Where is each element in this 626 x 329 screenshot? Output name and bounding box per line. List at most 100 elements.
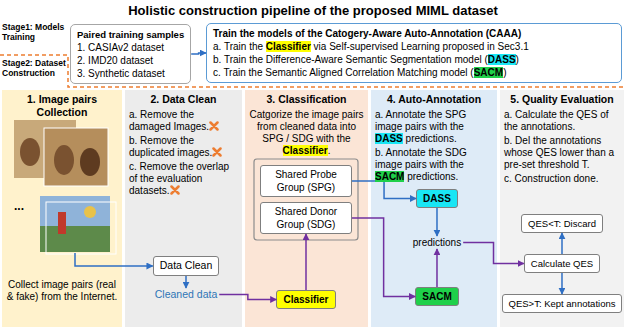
node-text: QES>T: Kept annotations — [509, 297, 616, 310]
model-box: Classifier — [276, 290, 335, 309]
flow-arrow — [436, 249, 438, 287]
node-text: a. Train the Classifier via Self-supervi… — [213, 40, 615, 53]
input-box: Paired training samples1. CASIAv2 datase… — [70, 24, 191, 84]
data-label: predictions — [411, 236, 463, 249]
text-run: b. Annotate the SDG image pairs with the — [375, 147, 467, 170]
stage-column: 4. Auto-Annotation a. Annotate the SPG im… — [371, 90, 497, 327]
node-text: c. Train the Semantic Aligned Correlatio… — [213, 66, 615, 79]
process-box: Calculate QES — [524, 254, 600, 273]
text-run: c. Train the Semantic Aligned Correlatio… — [213, 67, 474, 78]
flow-arrow — [561, 233, 563, 254]
image-figure — [58, 212, 66, 234]
node-text: 1. Image pairs Collection — [6, 93, 118, 119]
decision-box: QES>T: Kept annotations — [502, 294, 623, 313]
node-text: Calculate QES — [531, 257, 593, 270]
node-text: Cleaned data — [155, 288, 217, 301]
image-figure — [80, 148, 100, 176]
flow-arrow — [122, 265, 153, 267]
title-holder: Holistic construction pipeline of the pr… — [0, 3, 626, 18]
text-run: a. Annotate the SPG image pairs with the — [375, 109, 466, 132]
text-run: b. Train the Difference-Aware Semantic S… — [213, 54, 488, 65]
node-text: Data Clean — [160, 259, 213, 272]
text-run: DASS — [375, 133, 403, 144]
text-run: predictions. — [404, 171, 458, 182]
text-run: ) — [503, 67, 506, 78]
remove-icon — [171, 187, 178, 194]
flow-arrow — [561, 273, 563, 294]
image-photo — [40, 226, 110, 252]
node-text: a. Remove the damaged Images. — [129, 109, 238, 133]
flow-arrow — [185, 276, 187, 288]
image-photo — [46, 202, 116, 254]
node-text: predictions — [413, 236, 461, 249]
image-figure — [84, 206, 96, 218]
text-run: a. Train the — [213, 41, 266, 52]
flow-arrow — [191, 53, 206, 54]
node-text: 3. Classification — [249, 93, 364, 106]
node-text: b. Del the annotations whose QES lower t… — [504, 135, 620, 171]
node-text: a. Calculate the QES of the annotations. — [504, 109, 620, 133]
flow-arrow — [305, 234, 307, 290]
training-box: Train the models of the Catogery-Aware A… — [206, 23, 622, 83]
text-run: Train the models of the Catogery-Aware A… — [213, 28, 521, 39]
stage-column: 3. ClassificationCatgorize the image pai… — [245, 90, 368, 327]
node-text: SACM — [422, 290, 451, 303]
node-text: 2. IMD20 dataset — [77, 54, 184, 67]
remove-icon — [214, 149, 221, 156]
remove-icon — [209, 121, 219, 131]
flow-arrow — [436, 208, 438, 236]
text-run: ) — [516, 54, 519, 65]
model-box: DASS — [416, 189, 458, 208]
node-text: Paired training samples — [77, 28, 184, 41]
node-text: Classifier — [283, 293, 328, 306]
model-box: SACM — [415, 287, 458, 306]
stage-label: Stage2: Dataset Construction — [2, 58, 68, 78]
text-run: 3. Classification — [267, 93, 347, 105]
node-text: 2. Data Clean — [129, 93, 238, 106]
text-run: SACM — [474, 67, 503, 78]
node-text: Collect image pairs (real & fake) from t… — [6, 279, 118, 303]
text-run: Catgorize the image pairs from cleaned d… — [250, 109, 364, 144]
stage-label: ... — [14, 201, 24, 211]
text-run: SACM — [375, 171, 404, 182]
group-box: Shared Probe Group (SPG) — [260, 165, 352, 197]
node-text: Train the models of the Catogery-Aware A… — [213, 27, 615, 40]
stage-label: Stage1: Models Training — [2, 22, 68, 42]
node-text: 3. Synthetic dataset — [77, 67, 184, 80]
node-text: 4. Auto-Annotation — [375, 93, 493, 106]
stage-column: 2. Data Clean a. Remove the damaged Image… — [125, 90, 242, 327]
diagram-title: Holistic construction pipeline of the pr… — [0, 3, 626, 18]
text-run: DASS — [488, 54, 516, 65]
node-text: QES<T: Discard — [528, 217, 596, 230]
node-text: DASS — [423, 192, 451, 205]
node-text: b. Train the Difference-Aware Semantic S… — [213, 53, 615, 66]
text-run: . — [328, 145, 331, 156]
image-figure — [54, 145, 74, 175]
node-text: c. Construction done. — [504, 173, 620, 185]
text-run: Classifier — [283, 145, 328, 156]
text-run: via Self-supervised Learning proposed in… — [311, 41, 529, 52]
node-text: b. Remove the duplicated images. — [129, 135, 238, 159]
node-text: c. Remove the overlap of the evaluation … — [129, 161, 238, 197]
remove-icon — [211, 123, 218, 130]
node-text: 5. Quality Evaluation — [504, 93, 620, 106]
label-holder: Stage1: Models Training — [2, 22, 68, 42]
process-box: Data Clean — [153, 256, 220, 276]
image-figure — [20, 138, 40, 166]
node-text: Shared Donor Group (SDG) — [267, 205, 345, 231]
image-photo — [44, 128, 108, 186]
node-text: a. Annotate the SPG image pairs with the… — [375, 109, 493, 145]
label-holder: ... — [14, 201, 24, 211]
text-run: predictions. — [403, 133, 457, 144]
node-text: Catgorize the image pairs from cleaned d… — [249, 109, 364, 157]
text-run: 4. Auto-Annotation — [387, 93, 481, 105]
decision-box: QES<T: Discard — [521, 214, 603, 233]
image-photo — [40, 196, 110, 226]
node-text: Shared Probe Group (SPG) — [267, 168, 345, 194]
node-text: b. Annotate the SDG image pairs with the… — [375, 147, 493, 183]
remove-icon — [170, 185, 180, 195]
text-run: Classifier — [266, 41, 311, 52]
group-box: Shared Donor Group (SDG) — [260, 202, 352, 234]
remove-icon — [212, 147, 222, 157]
